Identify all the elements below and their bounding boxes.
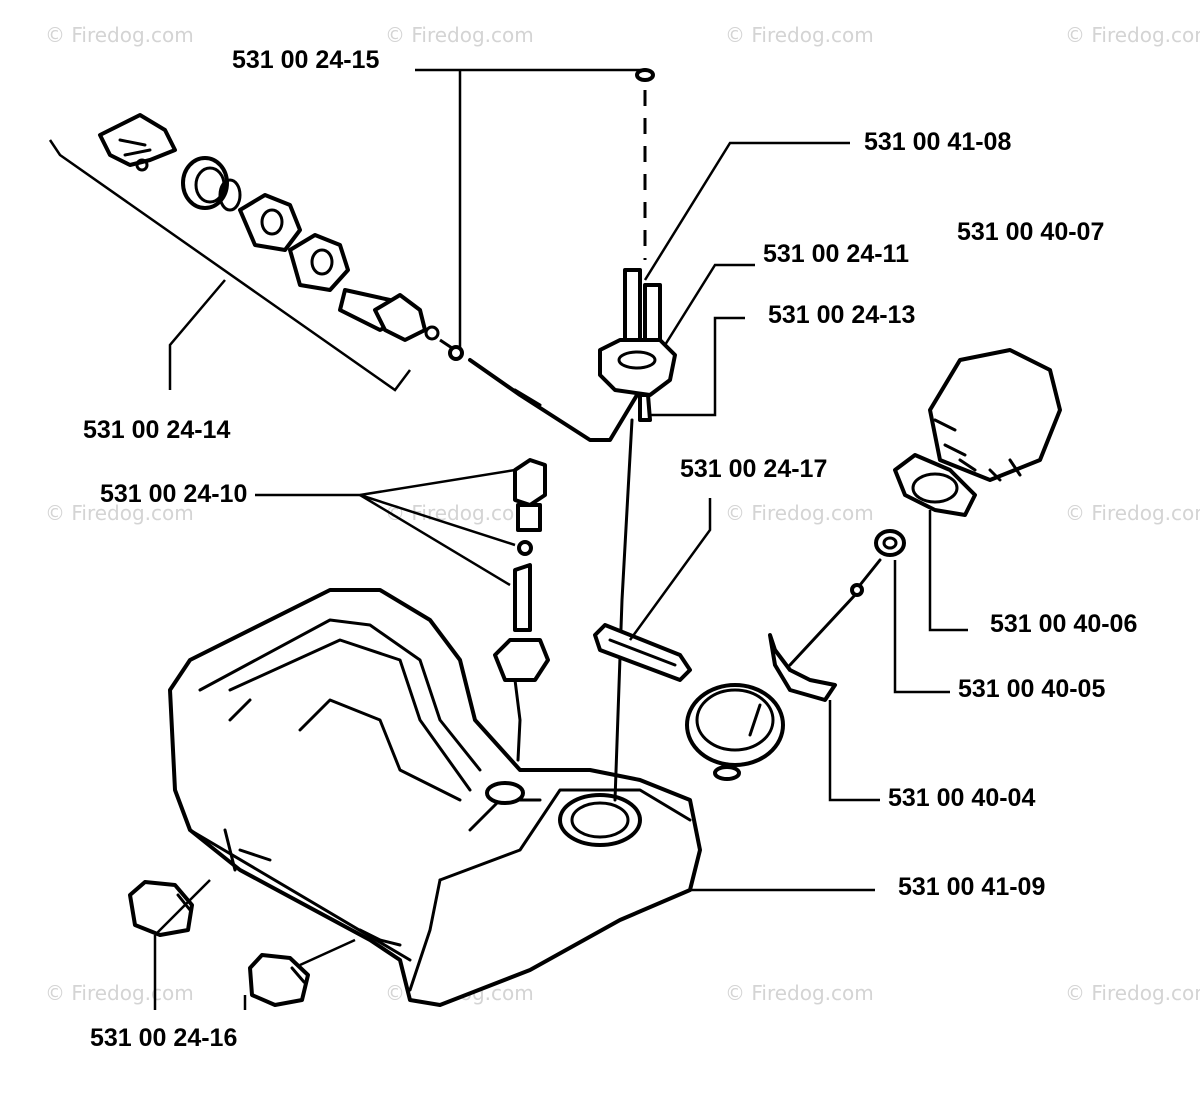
watermark: © Firedog.com <box>385 501 534 525</box>
label-531-00-24-13: 531 00 24-13 <box>768 301 915 329</box>
watermark: © Firedog.com <box>725 501 874 525</box>
part-labels: 531 00 24-15 531 00 41-08 531 00 40-07 5… <box>83 46 1137 1052</box>
pickup-tube <box>613 418 634 802</box>
label-531-00-41-08: 531 00 41-08 <box>864 128 1011 156</box>
watermark-layer: © Firedog.com © Firedog.com © Firedog.co… <box>45 23 1200 1005</box>
label-531-00-24-11: 531 00 24-11 <box>763 240 909 268</box>
label-531-00-40-07: 531 00 40-07 <box>957 218 1104 246</box>
label-531-00-24-15: 531 00 24-15 <box>232 46 379 74</box>
filler-neck <box>685 683 785 781</box>
label-531-00-24-17: 531 00 24-17 <box>680 455 827 483</box>
cap-strap <box>768 558 882 702</box>
watermark: © Firedog.com <box>385 23 534 47</box>
watermark: © Firedog.com <box>45 981 194 1005</box>
leader-lines <box>48 68 968 1010</box>
watermark: © Firedog.com <box>725 23 874 47</box>
label-531-00-40-04: 531 00 40-04 <box>888 784 1035 812</box>
label-531-00-24-10: 531 00 24-10 <box>100 480 247 508</box>
label-531-00-24-16: 531 00 24-16 <box>90 1024 237 1052</box>
fuel-pickup <box>598 268 677 422</box>
label-531-00-24-14: 531 00 24-14 <box>83 416 230 444</box>
vent-valve <box>493 458 550 762</box>
rubber-mounts <box>128 880 310 1007</box>
fuel-hose <box>468 358 642 442</box>
fuel-tank <box>168 588 702 1007</box>
cap-nut <box>874 529 906 557</box>
label-531-00-40-06: 531 00 40-06 <box>990 610 1137 638</box>
watermark: © Firedog.com <box>1065 23 1200 47</box>
watermark: © Firedog.com <box>1065 501 1200 525</box>
fuel-filter-assembly <box>98 113 464 361</box>
label-531-00-40-05: 531 00 40-05 <box>958 675 1105 703</box>
watermark: © Firedog.com <box>1065 981 1200 1005</box>
small-plug <box>635 68 655 82</box>
watermark: © Firedog.com <box>45 23 194 47</box>
label-531-00-41-09: 531 00 41-09 <box>898 873 1045 901</box>
watermark: © Firedog.com <box>725 981 874 1005</box>
grommet <box>593 623 692 682</box>
fuel-cap <box>893 348 1062 517</box>
watermark: © Firedog.com <box>45 501 194 525</box>
